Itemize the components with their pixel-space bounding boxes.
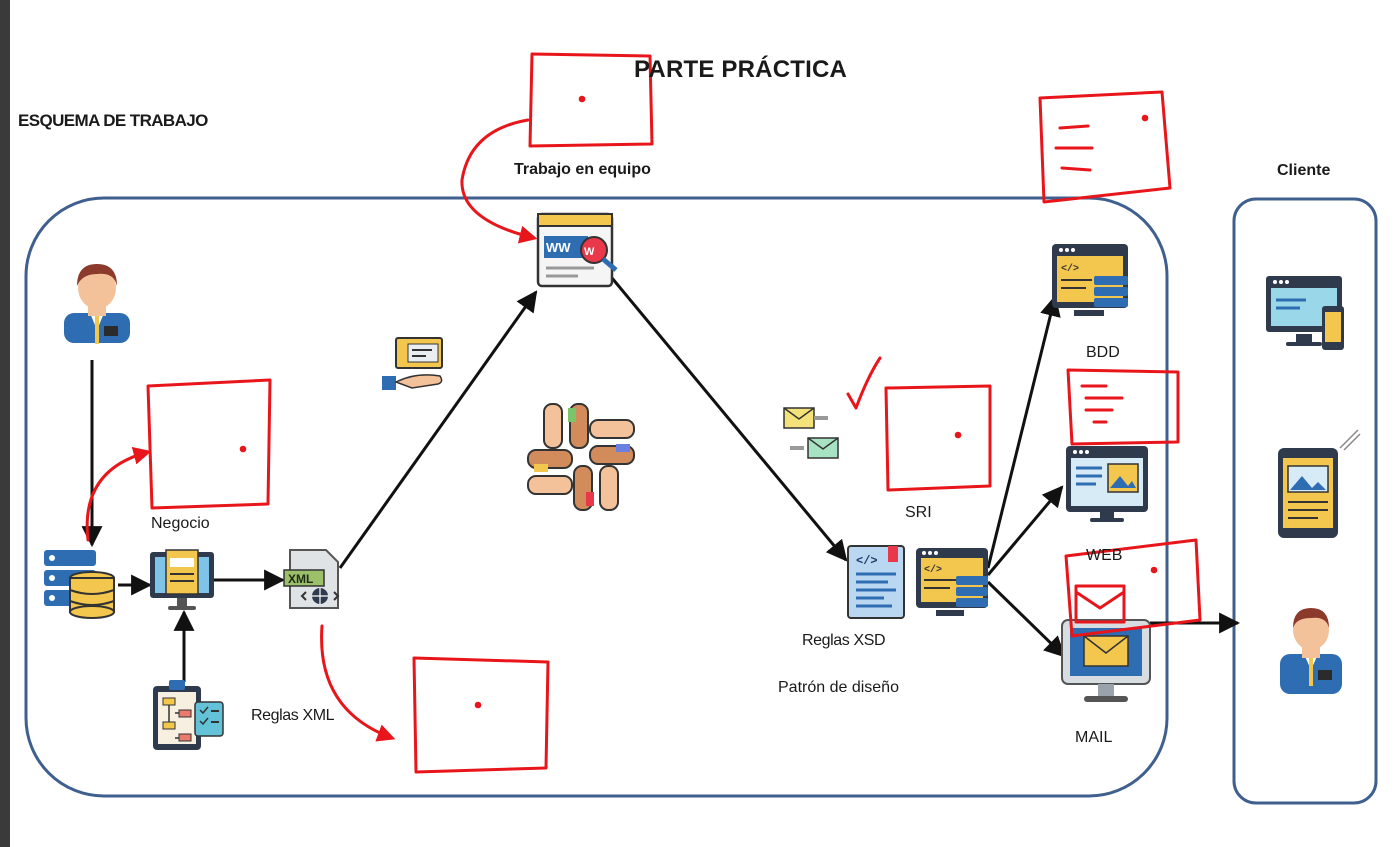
design-pattern-label: Patrón de diseño	[778, 679, 899, 696]
svg-text:</>: </>	[1061, 263, 1079, 275]
arrow-server-to-bdd	[986, 294, 1061, 569]
svg-text:</>: </>	[924, 564, 942, 576]
bdd-code-monitor-icon: </>	[1052, 244, 1128, 316]
bdd-label: BDD	[1086, 344, 1120, 361]
annotation-dot	[1141, 114, 1149, 122]
xml-file-icon: XML	[283, 549, 340, 609]
red-annotations	[85, 52, 1202, 774]
arrow-server-to-mail	[986, 580, 1066, 658]
negocio-label: Negocio	[151, 515, 210, 532]
svg-text:XML: XML	[288, 572, 313, 586]
annotation-box-bdd	[1066, 368, 1180, 446]
code-server-icon: </>	[916, 548, 988, 616]
team-label: Trabajo en equipo	[514, 161, 651, 178]
flow-arrows	[81, 277, 1241, 682]
teamwork-hands-icon	[527, 403, 635, 511]
arrow-xml-to-web	[338, 290, 538, 569]
svg-text:W: W	[584, 246, 595, 258]
web-monitor-icon	[1066, 446, 1148, 522]
annotation-box-top	[528, 52, 654, 148]
window-edge	[0, 0, 10, 847]
mail-label: MAIL	[1075, 729, 1113, 746]
annotation-arrow-top	[460, 118, 538, 244]
system-boundary-frame	[24, 196, 1169, 798]
client-user-icon	[1280, 608, 1342, 694]
user-icon	[64, 264, 130, 344]
annotation-box-sri	[884, 384, 992, 492]
arrow-server-to-web	[986, 485, 1064, 576]
section-title: ESQUEMA DE TRABAJO	[18, 111, 208, 130]
annotation-box-bottom	[412, 656, 550, 774]
annotation-checkmark	[846, 356, 882, 410]
web-label: WEB	[1086, 547, 1123, 564]
hand-card-icon	[382, 337, 443, 390]
annotation-dot	[578, 95, 586, 103]
client-boundary-frame	[1232, 197, 1378, 805]
tablet-icon	[1278, 429, 1361, 538]
desktop-mobile-icon	[1266, 276, 1344, 350]
database-server-icon	[44, 550, 115, 619]
clipboard-flowchart-icon	[153, 680, 224, 750]
svg-text:WW: WW	[546, 240, 571, 255]
annotation-box-left	[146, 378, 272, 510]
annotation-box-web	[1064, 538, 1202, 638]
xsd-rules-label: Reglas XSD	[802, 632, 886, 649]
annotation-arrow-left	[85, 446, 152, 542]
web-browser-search-icon: WW W	[536, 212, 618, 288]
annotation-dot	[239, 445, 247, 453]
annotation-arrow-bottom	[320, 624, 396, 742]
xml-rules-label: Reglas XML	[251, 707, 335, 724]
arrow-web-to-xsd	[610, 277, 848, 562]
annotation-dot	[954, 431, 962, 439]
page-title: PARTE PRÁCTICA	[634, 56, 848, 83]
client-label: Cliente	[1277, 162, 1331, 179]
annotation-box-top-right	[1038, 90, 1172, 204]
sri-label: SRI	[905, 504, 932, 521]
annotation-mail-mark	[1074, 584, 1126, 624]
annotation-dot	[1150, 566, 1158, 574]
annotation-dot	[474, 701, 482, 709]
xsd-document-icon: </>	[847, 545, 905, 619]
business-monitor-icon	[150, 549, 214, 610]
svg-text:</>: </>	[856, 554, 878, 568]
envelopes-icon	[783, 407, 839, 459]
